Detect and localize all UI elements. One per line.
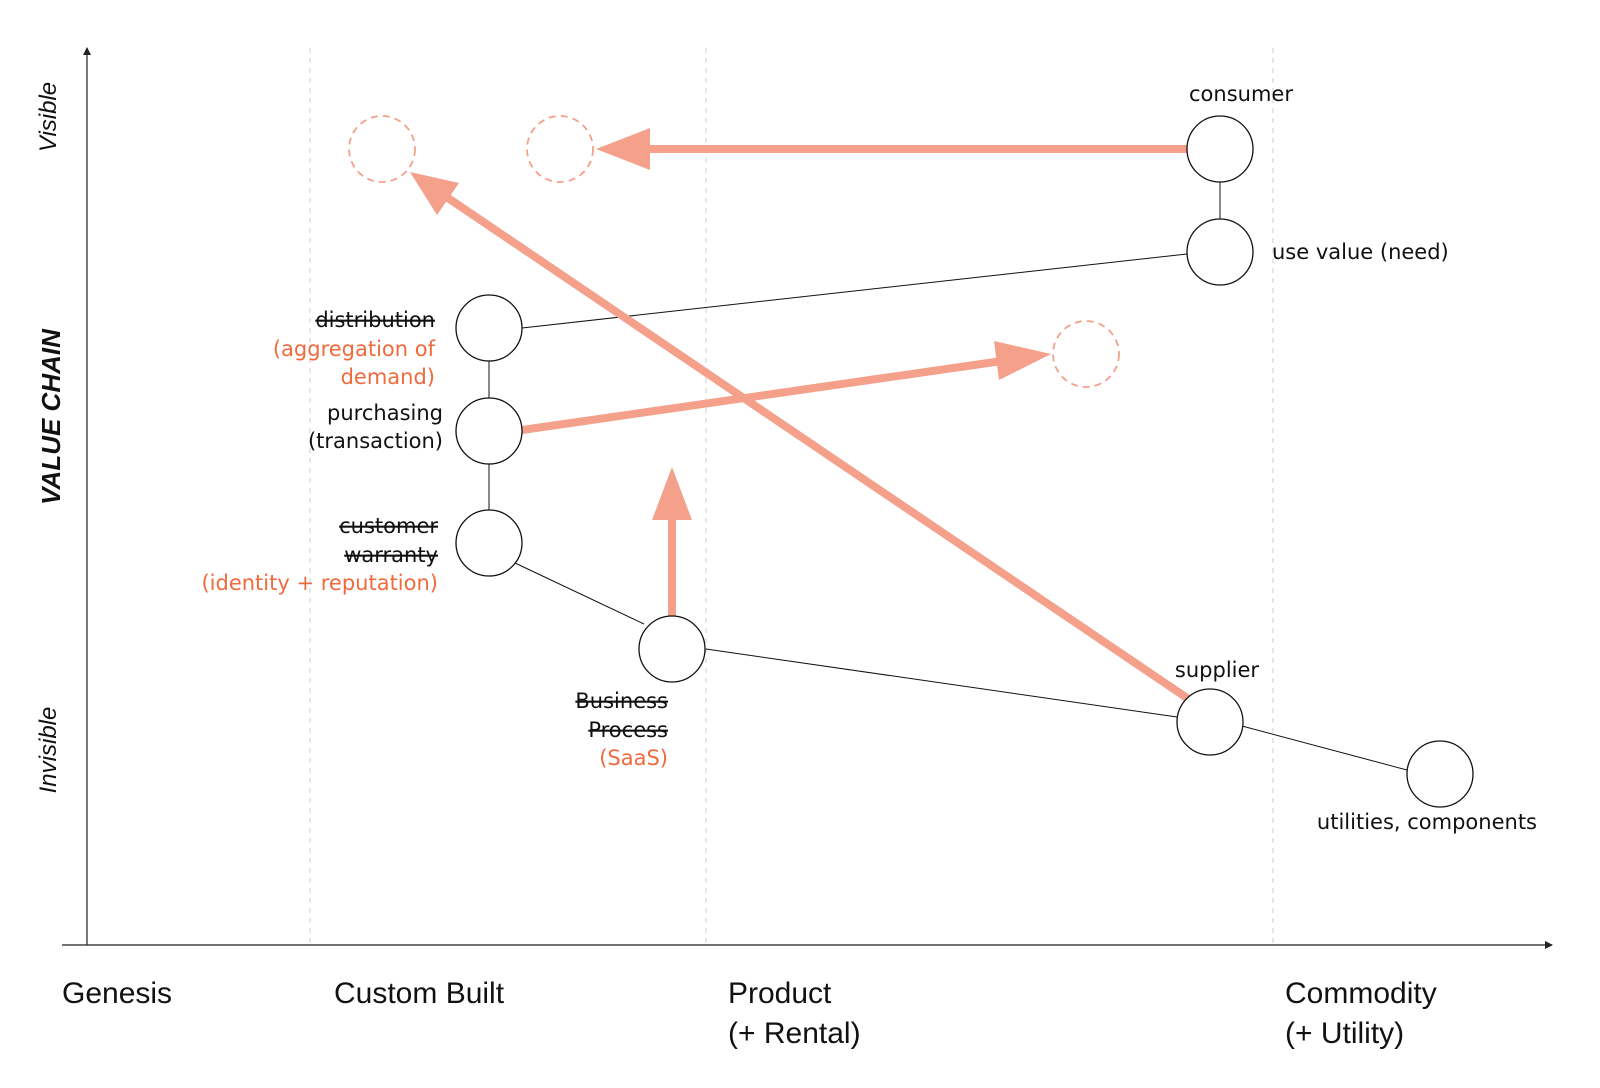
arrow-purchasing-shaft xyxy=(521,357,1003,434)
node-distribution xyxy=(455,294,523,362)
label-distribution: distribution xyxy=(315,308,435,332)
node-purchasing xyxy=(455,397,523,465)
arrow-consumer-head xyxy=(596,128,650,170)
link-usevalue-distribution xyxy=(521,253,1188,329)
arrow-supplier-shaft xyxy=(445,194,1193,704)
arrow-business-head xyxy=(652,467,692,520)
evolution-arrows xyxy=(410,128,1193,704)
label-warranty-2: warranty xyxy=(344,543,438,567)
stage-custom-built: Custom Built xyxy=(334,977,505,1010)
label-distribution-new-1: (aggregation of xyxy=(273,337,436,361)
label-utilities: utilities, components xyxy=(1317,810,1537,834)
stage-product-1: Product xyxy=(728,977,832,1010)
dashed-circle-purchasing-target xyxy=(1052,320,1120,388)
stage-commodity-1: Commodity xyxy=(1285,977,1437,1010)
y-axis-bottom-label: Invisible xyxy=(35,707,62,794)
component-labels: consumer use value (need) distribution (… xyxy=(201,82,1537,834)
stage-commodity-2: (+ Utility) xyxy=(1285,1017,1404,1050)
label-purchasing-1: purchasing xyxy=(327,401,443,425)
future-positions xyxy=(348,115,1120,388)
components xyxy=(455,115,1474,808)
dashed-circle-supplier-target xyxy=(348,115,416,183)
label-warranty-1: customer xyxy=(339,514,438,538)
y-axis-top-label: Visible xyxy=(35,82,62,152)
link-business-supplier xyxy=(705,648,1178,718)
label-business-2: Process xyxy=(588,718,668,742)
node-supplier xyxy=(1176,688,1244,756)
stage-product-2: (+ Rental) xyxy=(728,1017,861,1050)
label-business-1: Business xyxy=(575,689,668,713)
stage-genesis: Genesis xyxy=(62,977,172,1010)
node-warranty xyxy=(455,509,523,577)
arrow-supplier-head xyxy=(410,172,459,215)
node-use-value xyxy=(1186,218,1254,286)
label-use-value: use value (need) xyxy=(1272,240,1449,264)
label-purchasing-2: (transaction) xyxy=(308,429,443,453)
dependency-lines xyxy=(488,182,1408,771)
label-supplier: supplier xyxy=(1175,658,1259,682)
node-business-process xyxy=(638,615,706,683)
y-axis-title: VALUE CHAIN xyxy=(36,328,66,505)
arrow-purchasing-head xyxy=(994,341,1051,380)
label-consumer: consumer xyxy=(1189,82,1293,106)
label-distribution-new-2: demand) xyxy=(341,365,435,389)
label-warranty-new: (identity + reputation) xyxy=(201,571,438,595)
label-business-new: (SaaS) xyxy=(599,746,668,770)
link-supplier-utilities xyxy=(1241,725,1408,771)
node-utilities xyxy=(1406,740,1474,808)
node-consumer xyxy=(1186,115,1254,183)
dashed-circle-consumer-target xyxy=(526,115,594,183)
evolution-stages: Genesis Custom Built Product (+ Rental) … xyxy=(62,977,1437,1050)
link-warranty-business xyxy=(514,562,645,625)
